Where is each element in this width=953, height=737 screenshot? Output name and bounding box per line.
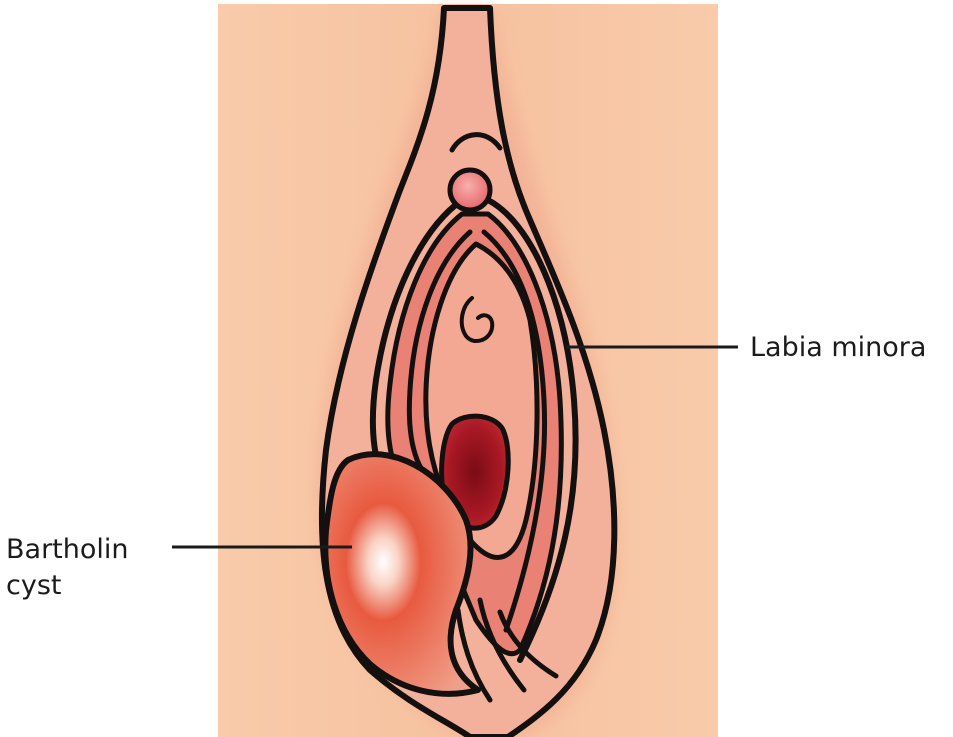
bartholin-cyst-label-line1: Bartholin — [6, 532, 129, 568]
bartholin-cyst-label-line2: cyst — [6, 568, 129, 604]
bartholin-cyst-label: Bartholin cyst — [6, 532, 129, 604]
clitoris — [450, 170, 490, 210]
labia-minora-label: Labia minora — [750, 330, 926, 366]
